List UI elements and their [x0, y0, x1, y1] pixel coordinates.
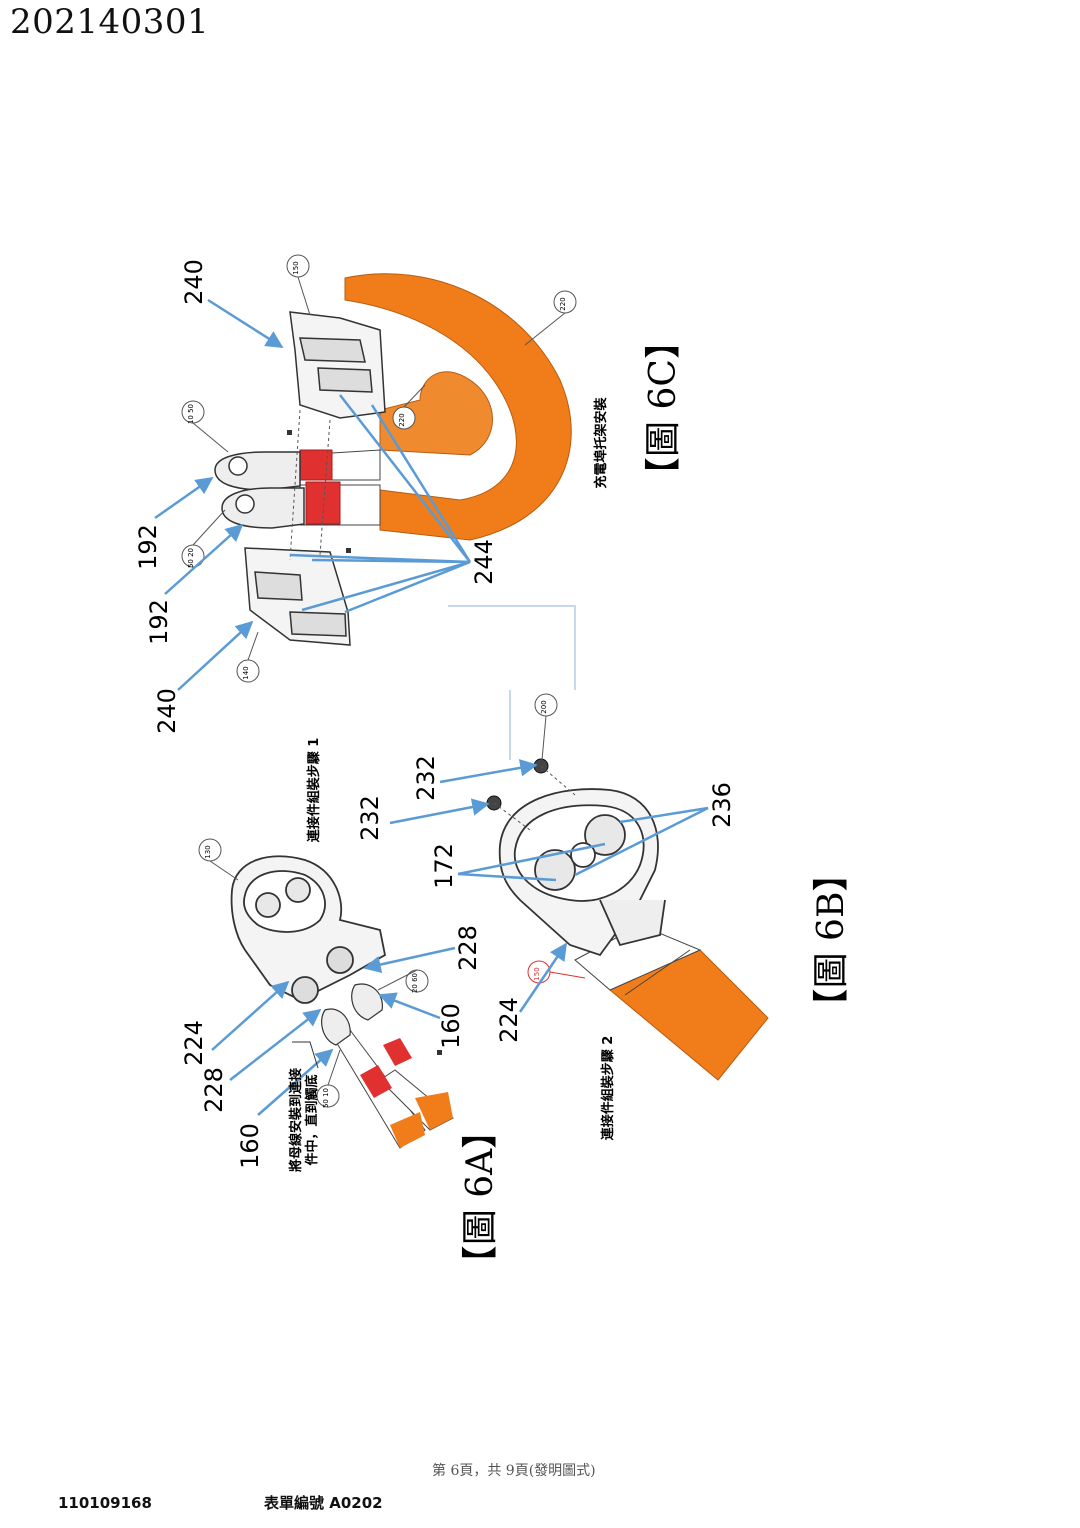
part-tag-130: 130 — [204, 845, 212, 858]
part-tag-50-20: 50 20 — [187, 548, 195, 568]
nut-alignment — [493, 765, 576, 831]
note-busbar-line2: 件中，直到觸底 — [304, 1074, 320, 1165]
ref-192-a: 192 — [134, 524, 162, 570]
leader-arrows-6b — [389, 759, 709, 1013]
busbars-6a — [321, 983, 454, 1149]
part-tag-150-red-leader — [549, 971, 586, 979]
part-tag-150-red: 150 — [533, 967, 541, 980]
ref-224-b: 224 — [495, 997, 523, 1043]
leader-arrows-6a — [211, 946, 456, 1116]
ref-236: 236 — [708, 782, 736, 828]
application-number: 110109168 — [58, 1494, 152, 1512]
part-tag-200: 200 — [540, 700, 548, 713]
small-markers — [287, 430, 442, 1055]
note-bracket-install: 充電埠托架安裝 — [593, 397, 609, 489]
ref-240-bottom: 240 — [153, 688, 181, 734]
leader-arrows-6c — [154, 298, 472, 691]
figure-6b-caption: 【圖 6B】 — [811, 856, 852, 1025]
part-tag-150: 150 — [292, 261, 300, 274]
ref-240-top: 240 — [180, 259, 208, 305]
frame-lines — [448, 605, 576, 760]
part-tag-220-a: 220 — [559, 297, 567, 310]
figure-6a: 130 20 60 50 10 224 228 228 160 160 連接件組… — [180, 430, 501, 1281]
connector-6a — [230, 855, 387, 1004]
part-tag-220-b: 220 — [398, 413, 406, 426]
note-step-2: 連接件組裝步驟 2 — [600, 1036, 616, 1141]
part-tag-200-leader — [541, 715, 547, 761]
figure-6a-caption: 【圖 6A】 — [460, 1113, 501, 1281]
part-tag-10-50: 10 50 — [187, 404, 195, 424]
figure-6b: 200 150 232 232 236 172 224 連接件組裝步驟 2 【圖… — [356, 693, 852, 1141]
document-number: 202140301 — [10, 2, 210, 42]
part-tags-6a — [198, 838, 429, 1108]
connector-6b — [498, 788, 666, 957]
cable-harness — [299, 273, 572, 541]
alignment-lines — [289, 409, 331, 561]
ref-160-b: 160 — [437, 1003, 465, 1049]
part-tag-leaders-6a — [209, 860, 418, 1086]
note-step-1: 連接件組裝步驟 1 — [306, 738, 322, 843]
part-tag-leaders-6c — [192, 276, 566, 661]
ref-224-a: 224 — [180, 1020, 208, 1066]
note-busbar-leader — [292, 1041, 319, 1069]
ref-232-a: 232 — [412, 755, 440, 801]
figure-6c-caption: 【圖 6C】 — [643, 323, 684, 493]
part-tag-50-10: 50 10 — [322, 1088, 330, 1108]
ref-172: 172 — [430, 843, 458, 889]
bracket-upper — [289, 311, 386, 419]
part-tag-20-60: 20 60 — [411, 973, 419, 993]
ref-228-a: 228 — [200, 1067, 228, 1113]
page-footer: 第 6頁，共 9頁(發明圖式) — [432, 1463, 596, 1479]
ref-244: 244 — [470, 539, 498, 585]
form-number: 表單編號 A0202 — [264, 1494, 383, 1512]
busbar-lugs — [214, 451, 305, 529]
bracket-lower — [244, 547, 351, 646]
ref-232-b: 232 — [356, 795, 384, 841]
part-tag-140: 140 — [242, 666, 250, 679]
note-busbar-line1: 將母線安裝到連接 — [288, 1068, 304, 1172]
ref-192-b: 192 — [145, 599, 173, 645]
ref-160-a: 160 — [236, 1123, 264, 1169]
figure-6c: 150 220 220 10 50 50 20 140 240 192 192 … — [134, 254, 684, 760]
ref-228-b: 228 — [454, 925, 482, 971]
